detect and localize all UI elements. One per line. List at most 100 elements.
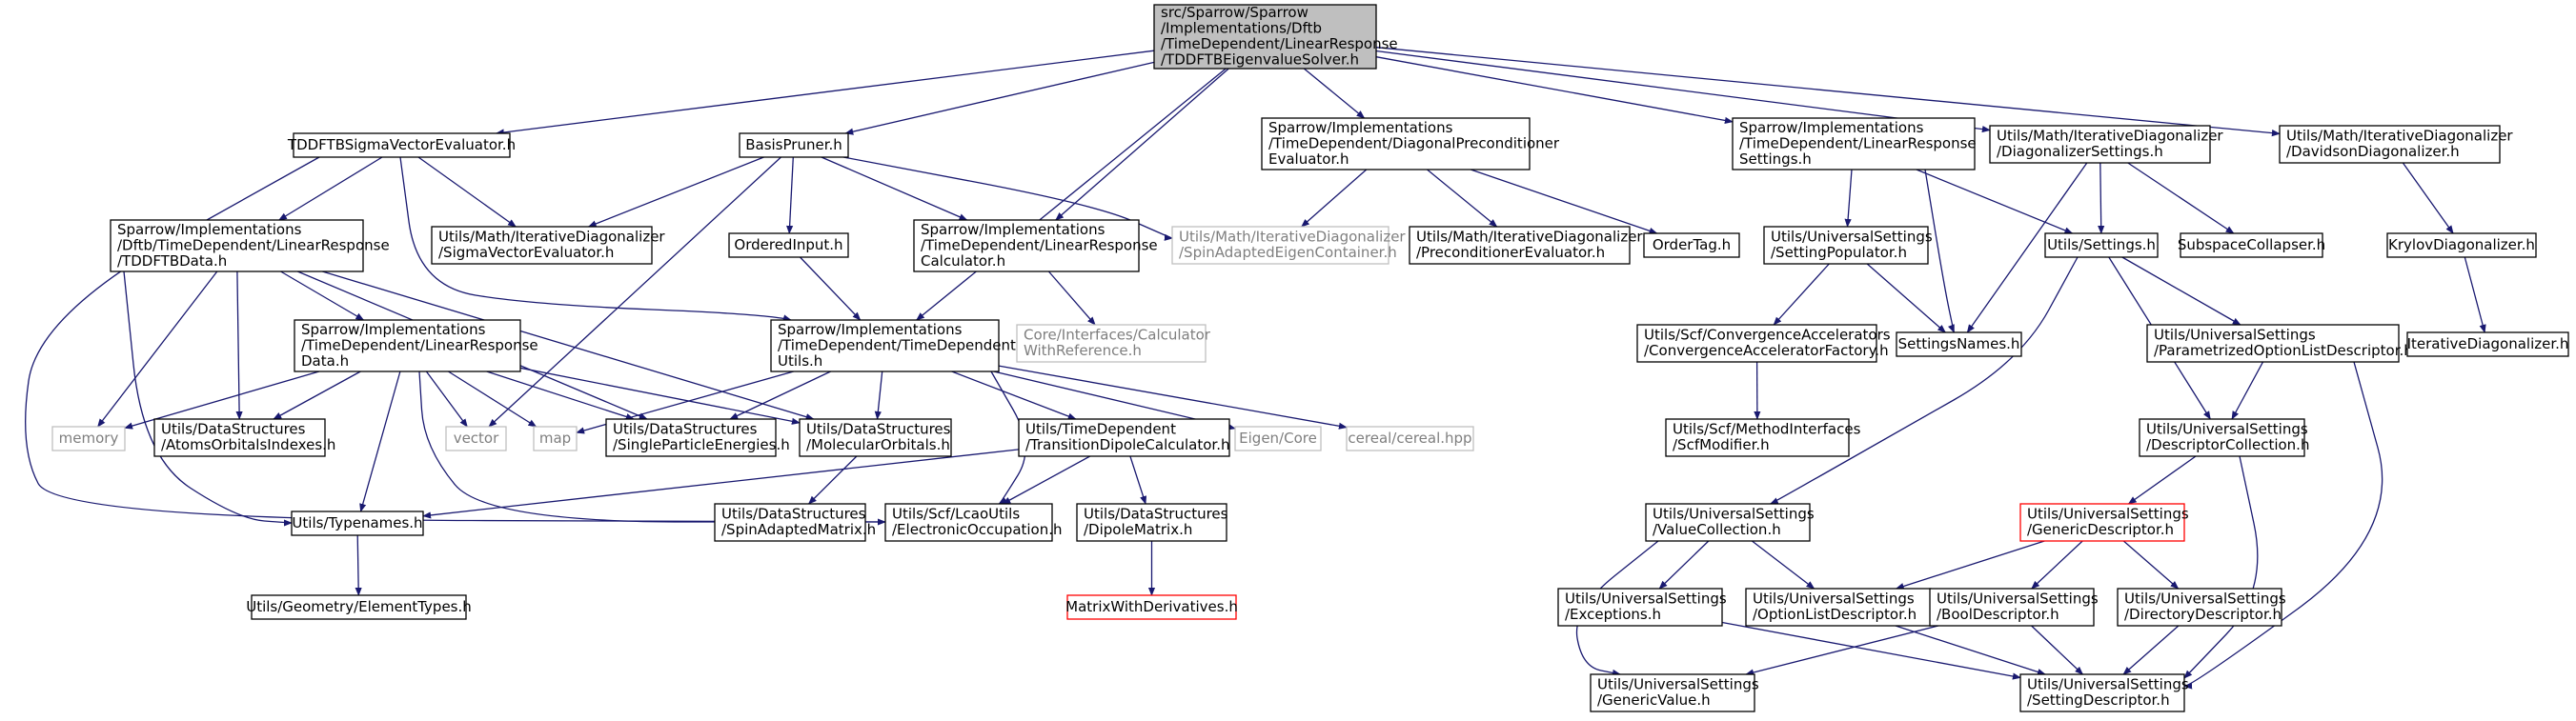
node-iterative-diag[interactable]: IterativeDiagonalizer.h — [2406, 331, 2569, 357]
node-generic-descriptor[interactable]: Utils/UniversalSettings/GenericDescripto… — [2019, 503, 2189, 542]
node-scf-modifier[interactable]: Utils/Scf/MethodInterfaces/ScfModifier.h — [1665, 418, 1861, 457]
node-sigma-eval[interactable]: TDDFTBSigmaVectorEvaluator.h — [287, 132, 516, 158]
node-lr-calculator[interactable]: Sparrow/Implementations/TimeDependent/Li… — [913, 219, 1158, 272]
node-box — [1409, 226, 1631, 265]
edge-lr_settings-to-utils_settings — [1916, 169, 2074, 234]
node-atoms-orbitals[interactable]: Utils/DataStructures/AtomsOrbitalsIndexe… — [153, 418, 335, 457]
node-box — [605, 418, 777, 457]
node-davidson[interactable]: Utils/Math/IterativeDiagonalizer/Davidso… — [2279, 125, 2513, 164]
node-label-line: OrderedInput.h — [734, 236, 842, 253]
node-value-collection[interactable]: Utils/UniversalSettings/ValueCollection.… — [1645, 503, 1815, 542]
node-label-line: Utils/TimeDependent — [1025, 421, 1176, 438]
node-label-line: /ValueCollection.h — [1653, 521, 1781, 538]
node-spin-adapted-matrix[interactable]: Utils/DataStructures/SpinAdaptedMatrix.h — [714, 503, 876, 542]
node-transition-dipole[interactable]: Utils/TimeDependent/TransitionDipoleCalc… — [1018, 418, 1230, 457]
node-element-types[interactable]: Utils/Geometry/ElementTypes.h — [246, 594, 472, 620]
edge-krylov-to-iterative_diag — [2464, 256, 2486, 333]
node-ordered-input[interactable]: OrderedInput.h — [728, 232, 849, 258]
node-label-line: Utils/UniversalSettings — [2154, 327, 2316, 344]
edge-bool_descriptor-to-setting_descriptor — [2031, 625, 2084, 675]
node-bool-descriptor[interactable]: Utils/UniversalSettings/BoolDescriptor.h — [1929, 588, 2099, 627]
edge-td_utils-to-cereal — [998, 365, 1348, 430]
node-label-line: /MolecularOrbitals.h — [806, 436, 950, 453]
node-dipole-matrix[interactable]: Utils/DataStructures/DipoleMatrix.h — [1076, 503, 1228, 542]
node-label-line: Utils/UniversalSettings — [1597, 676, 1759, 693]
edge-td_utils-to-transition_dipole — [951, 371, 1077, 420]
node-box — [533, 426, 578, 451]
edge-davidson-to-krylov — [2402, 162, 2454, 234]
node-lr-data[interactable]: Sparrow/Implementations/TimeDependent/Li… — [294, 319, 538, 372]
node-sigma-vec-eval[interactable]: Utils/Math/IterativeDiagonalizer/SigmaVe… — [431, 226, 665, 265]
node-label-line: Evaluator.h — [1268, 150, 1349, 168]
node-option-list[interactable]: Utils/UniversalSettings/OptionListDescri… — [1745, 588, 1932, 627]
node-label-line: /TimeDependent/LinearResponse — [1739, 134, 1977, 151]
node-root[interactable]: src/Sparrow/Sparrow/Implementations/Dftb… — [1153, 4, 1398, 70]
edge-td_utils-to-single_particle — [729, 371, 831, 420]
node-diagonalizer-settings[interactable]: Utils/Math/IterativeDiagonalizer/Diagona… — [1989, 125, 2223, 164]
node-tddftb-data[interactable]: Sparrow/Implementations/Dftb/TimeDepende… — [110, 219, 390, 272]
node-typenames[interactable]: Utils/Typenames.h — [291, 511, 424, 536]
node-exceptions[interactable]: Utils/UniversalSettings/Exceptions.h — [1557, 588, 1727, 627]
node-box — [799, 418, 952, 457]
node-label-line: vector — [454, 430, 499, 447]
node-label-line: Utils/Scf/MethodInterfaces — [1673, 421, 1861, 438]
node-electronic-occupation[interactable]: Utils/Scf/LcaoUtils/ElectronicOccupation… — [884, 503, 1063, 542]
node-diag-precond[interactable]: Sparrow/Implementations/TimeDependent/Di… — [1261, 117, 1560, 170]
node-td-utils[interactable]: Sparrow/Implementations/TimeDependent/Ti… — [770, 319, 1016, 372]
node-generic-value[interactable]: Utils/UniversalSettings/GenericValue.h — [1590, 673, 1759, 712]
node-label-line: Calculator.h — [921, 252, 1005, 270]
node-label-line: SettingsNames.h — [1898, 335, 2020, 352]
node-setting-descriptor[interactable]: Utils/UniversalSettings/SettingDescripto… — [2019, 673, 2189, 712]
edge-diag_precond-to-order_tag — [1470, 169, 1658, 234]
edge-param_option-to-descriptor_collection — [2231, 361, 2264, 420]
node-label-line: Utils/Scf/ConvergenceAccelerators — [1644, 327, 1891, 344]
node-label-line: BasisPruner.h — [745, 136, 842, 153]
node-descriptor-collection[interactable]: Utils/UniversalSettings/DescriptorCollec… — [2139, 418, 2309, 457]
node-directory-descriptor[interactable]: Utils/UniversalSettings/DirectoryDescrip… — [2117, 588, 2286, 627]
edge-lr_data-to-atoms_orbitals — [273, 371, 361, 420]
edge-lr_data-to-map — [448, 371, 538, 428]
node-label-line: /TransitionDipoleCalculator.h — [1025, 436, 1229, 453]
node-order-tag[interactable]: OrderTag.h — [1643, 232, 1740, 258]
node-box — [291, 511, 424, 536]
edge-directory_descriptor-to-setting_descriptor — [2122, 625, 2180, 675]
node-matrix-with-deriv[interactable]: MatrixWithDerivatives.h — [1065, 594, 1238, 620]
node-label-line: src/Sparrow/Sparrow — [1161, 4, 1308, 21]
edge-transition_dipole-to-typenames — [422, 449, 1020, 519]
node-label-line: MatrixWithDerivatives.h — [1065, 598, 1238, 615]
node-label-line: /DavidsonDiagonalizer.h — [2286, 143, 2460, 160]
node-box — [1989, 125, 2211, 164]
node-krylov[interactable]: KrylovDiagonalizer.h — [2386, 232, 2537, 258]
node-box — [1346, 426, 1474, 451]
node-settings-names[interactable]: SettingsNames.h — [1896, 331, 2022, 357]
node-precond-eval[interactable]: Utils/Math/IterativeDiagonalizer/Precond… — [1409, 226, 1643, 265]
node-box — [913, 219, 1140, 272]
node-subspace[interactable]: SubspaceCollapser.h — [2178, 232, 2325, 258]
node-molecular-orbitals[interactable]: Utils/DataStructures/MolecularOrbitals.h — [799, 418, 952, 457]
edge-descriptor_collection-to-setting_descriptor — [2183, 455, 2259, 679]
edge-descriptor_collection-to-generic_descriptor — [2127, 455, 2197, 505]
node-box — [728, 232, 849, 258]
node-utils-settings[interactable]: Utils/Settings.h — [2044, 232, 2159, 258]
node-box — [739, 132, 849, 158]
node-label-line: IterativeDiagonalizer.h — [2407, 335, 2569, 352]
nodes-layer: src/Sparrow/Sparrow/Implementations/Dftb… — [51, 4, 2569, 712]
edge-td_utils-to-molecular_orbitals — [874, 371, 883, 420]
edge-diagonalizer_settings-to-utils_settings — [2098, 162, 2105, 234]
node-label-line: Utils/Settings.h — [2047, 236, 2156, 253]
node-param-option[interactable]: Utils/UniversalSettings/ParametrizedOpti… — [2146, 324, 2413, 363]
node-box — [2019, 503, 2185, 542]
edge-lr_settings-to-settings_names — [1924, 169, 1956, 333]
node-label-line: Utils/DataStructures — [613, 421, 758, 438]
node-label-line: Sparrow/Implementations — [117, 221, 302, 238]
node-lr-settings[interactable]: Sparrow/Implementations/TimeDependent/Li… — [1732, 117, 1977, 170]
node-setting-populator[interactable]: Utils/UniversalSettings/SettingPopulator… — [1763, 226, 1933, 265]
node-label-line: Settings.h — [1739, 150, 1812, 168]
node-basis-pruner[interactable]: BasisPruner.h — [739, 132, 849, 158]
node-box — [110, 219, 364, 272]
node-single-particle[interactable]: Utils/DataStructures/SingleParticleEnerg… — [605, 418, 790, 457]
node-label-line: Utils/Math/IterativeDiagonalizer — [438, 229, 665, 246]
edge-generic_descriptor-to-bool_descriptor — [2031, 540, 2083, 590]
edge-diag_precond-to-spin_eigen — [1301, 169, 1368, 228]
node-conv-acc[interactable]: Utils/Scf/ConvergenceAccelerators/Conver… — [1636, 324, 1891, 363]
